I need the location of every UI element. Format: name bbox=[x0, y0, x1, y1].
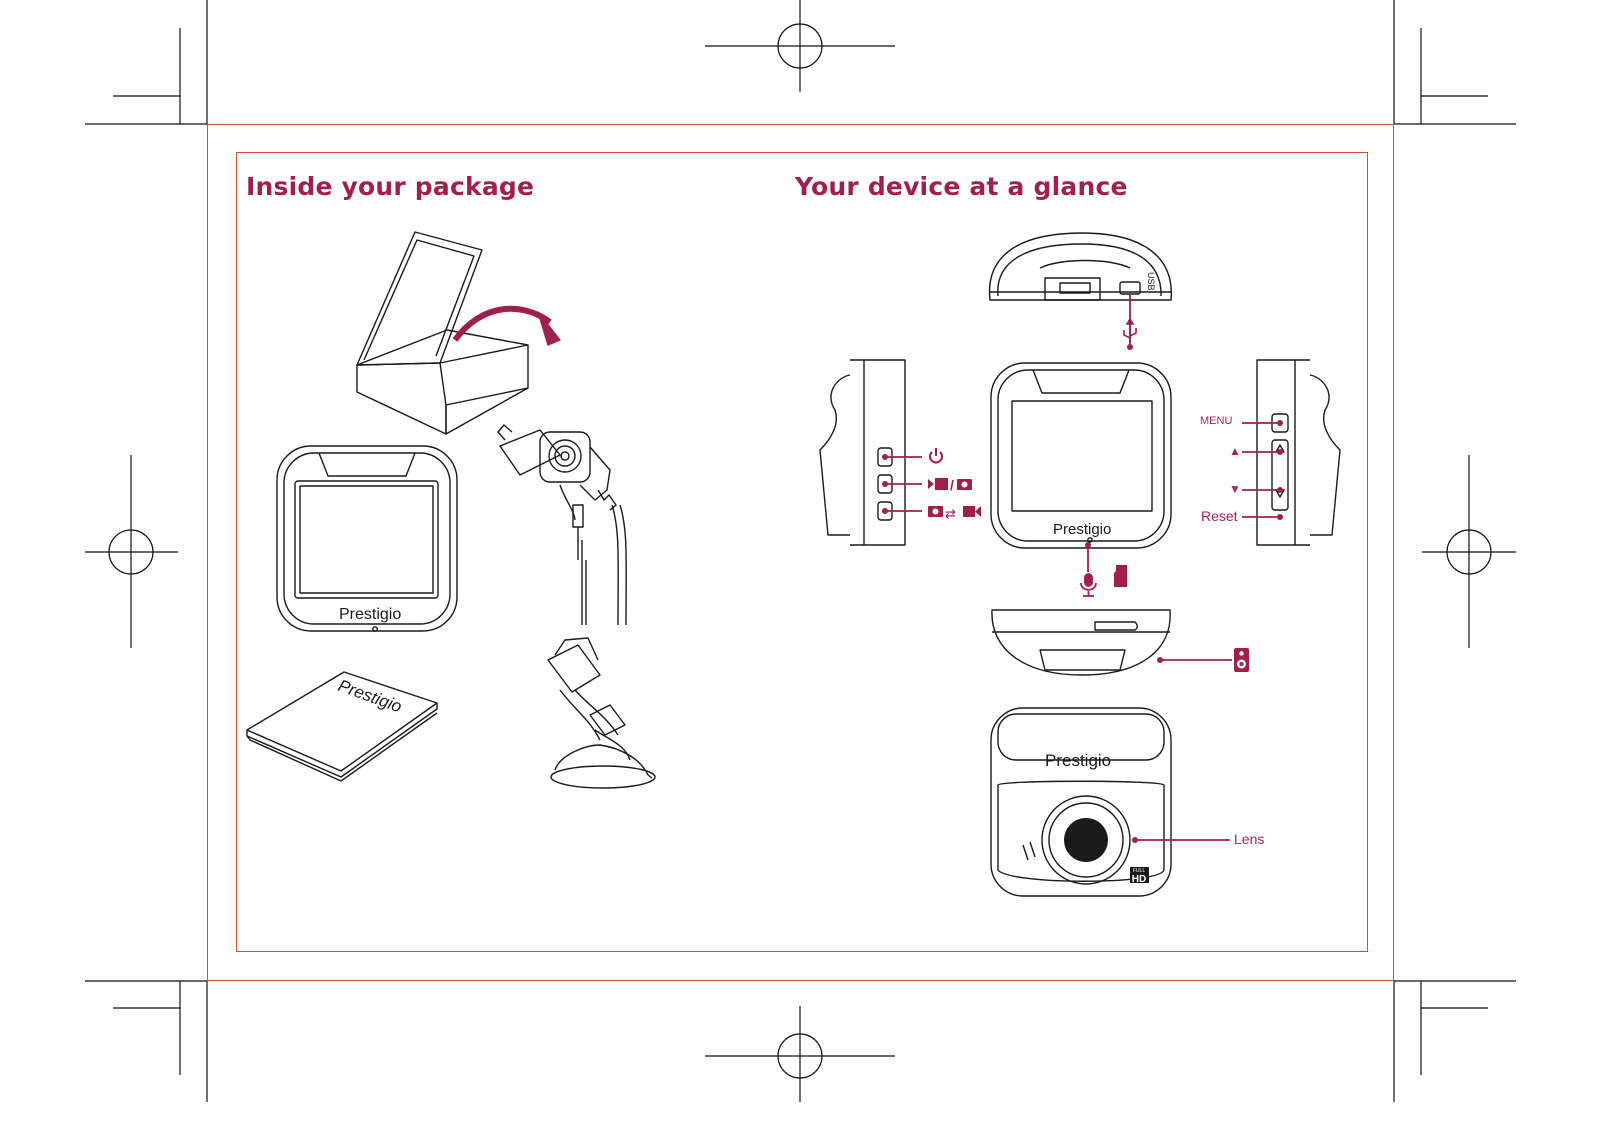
full-hd-badge bbox=[1130, 867, 1149, 883]
camera-brand-text: Prestigio bbox=[339, 606, 401, 623]
box-icon bbox=[356, 231, 529, 435]
svg-text:⇄: ⇄ bbox=[945, 507, 956, 522]
usb-icon bbox=[1123, 317, 1137, 342]
device-bottom-view bbox=[991, 609, 1171, 676]
full-hd-full-text: FULL bbox=[1133, 868, 1145, 874]
car-charger-icon bbox=[497, 424, 627, 626]
device-glance-title: Your device at a glance bbox=[795, 172, 1128, 201]
device-right-view bbox=[1256, 359, 1341, 546]
full-hd-hd-text: HD bbox=[1132, 874, 1146, 885]
device-front-view bbox=[990, 362, 1172, 549]
inside-package-title: Inside your package bbox=[246, 172, 535, 201]
reset-label: Reset bbox=[1201, 508, 1238, 524]
video-photo-mode-icon: / bbox=[928, 477, 972, 493]
photo-video-switch-icon: ⇄ bbox=[928, 506, 981, 522]
device-top-view bbox=[988, 232, 1172, 301]
back-brand-text: Prestigio bbox=[1045, 751, 1111, 770]
menu-label: MENU bbox=[1200, 415, 1233, 427]
power-icon bbox=[929, 448, 943, 464]
speaker-icon bbox=[1234, 648, 1249, 672]
microphone-icon bbox=[1080, 573, 1097, 597]
camera-icon bbox=[276, 445, 458, 632]
svg-text:/: / bbox=[950, 477, 954, 493]
mount-icon bbox=[547, 637, 656, 789]
device-left-view bbox=[819, 359, 906, 546]
outer-frame bbox=[207, 124, 1394, 981]
front-brand-text: Prestigio bbox=[1053, 521, 1111, 538]
manual-icon bbox=[246, 671, 438, 782]
lens-label: Lens bbox=[1234, 831, 1265, 847]
memory-card-icon bbox=[1114, 565, 1127, 587]
usb-port-label: USB bbox=[1146, 272, 1156, 291]
down-label: ▼ bbox=[1229, 482, 1241, 496]
up-label: ▲ bbox=[1229, 444, 1241, 458]
inner-frame bbox=[236, 152, 1368, 952]
